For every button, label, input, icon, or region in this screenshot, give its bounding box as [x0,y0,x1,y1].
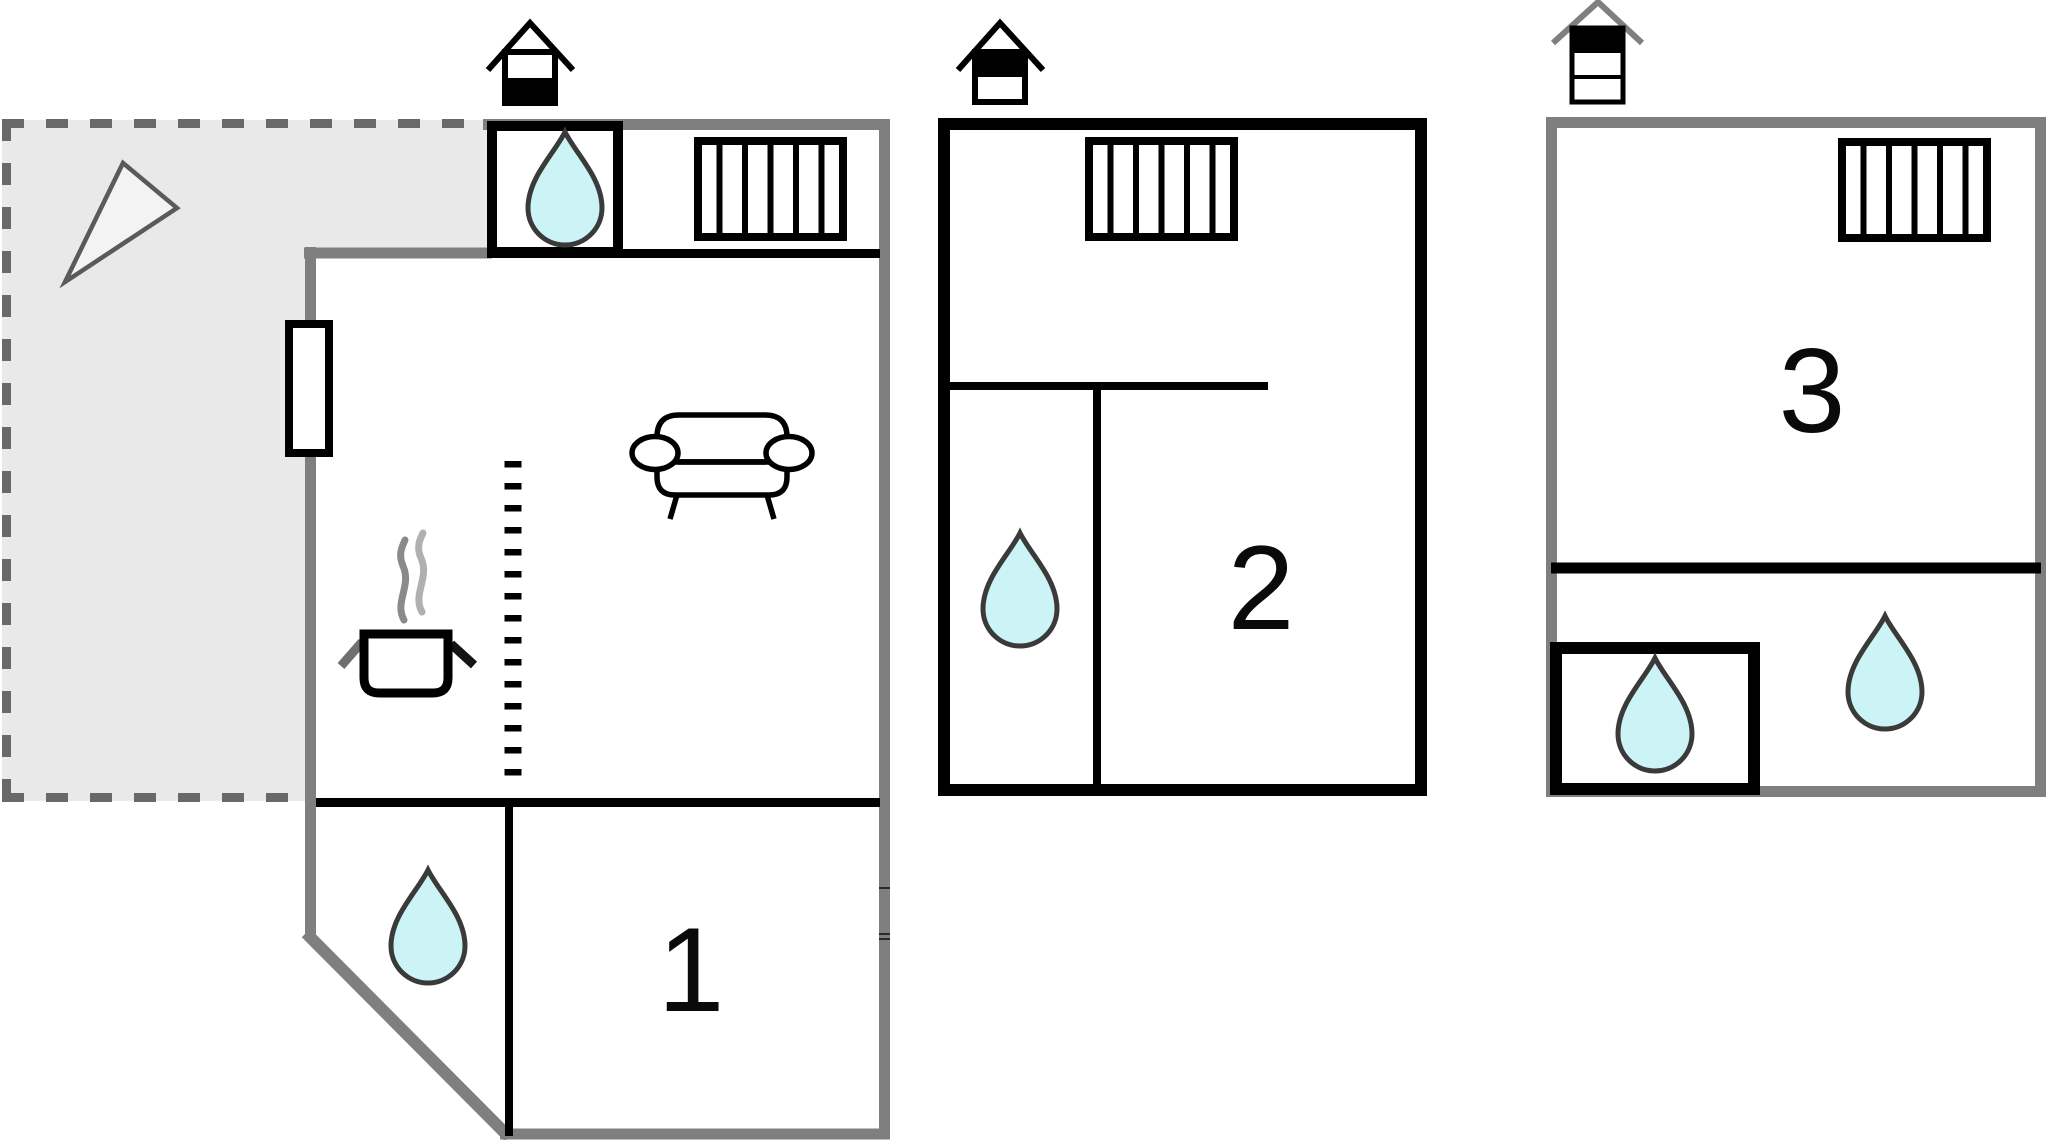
outer-walls [938,118,1427,796]
radiator-window-icon [698,141,843,237]
unit-2-label: 2 [1228,521,1295,655]
chimney-2-icon [955,18,1046,105]
steam-line [415,529,428,616]
unit-3-label: 3 [1779,324,1846,458]
chimney-1-icon [485,18,576,106]
north-arrow-icon [59,159,181,289]
chimney-roof [1550,0,1645,46]
pot-handle-right [447,640,478,669]
chimney-flue-filled [505,78,555,103]
terrace-area [2,120,487,801]
chimney-flue-filled [1572,28,1623,53]
terrace [2,119,487,802]
apartment-2: 2 [938,118,1427,796]
radiator-window-icon [1089,141,1234,237]
radiator-window-icon [1842,142,1987,238]
unit-1-label: 1 [658,903,725,1037]
chimney-flue-filled [975,52,1025,77]
door [285,320,333,457]
chimney-3-icon [1550,0,1645,105]
pot-body [359,629,453,698]
pot-handle-left [337,639,366,669]
wall-diagonal [301,928,514,1140]
stove-pot-icon [337,529,478,698]
water-drop-icon [391,870,465,983]
sofa-icon [629,412,815,520]
steam-line [397,536,410,624]
apartment-3: 3 [1546,117,2046,797]
apartment-1: 1 [285,119,890,1140]
